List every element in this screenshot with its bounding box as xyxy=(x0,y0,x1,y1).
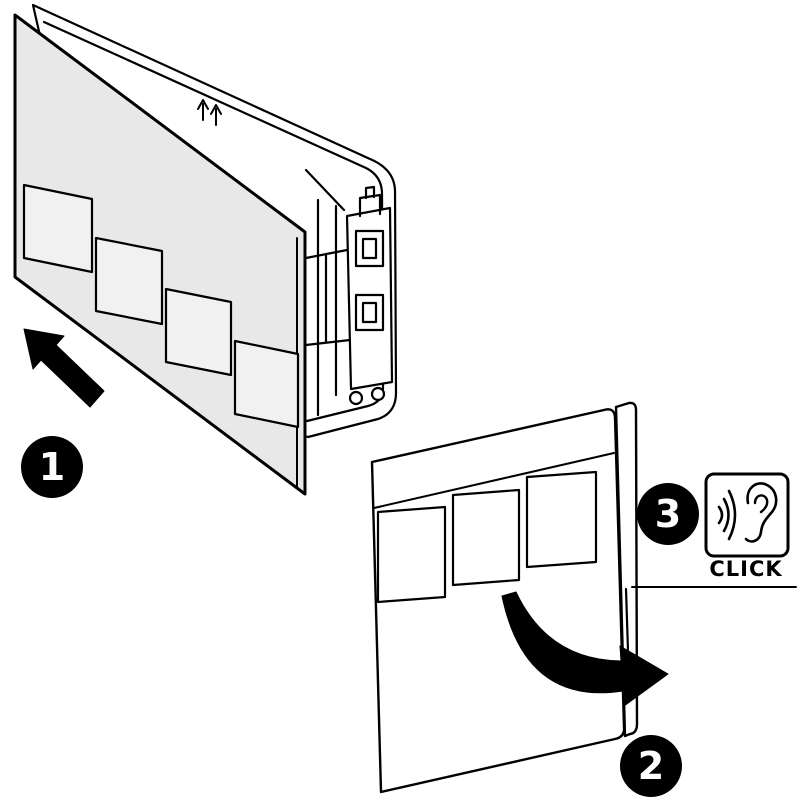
step-1-number: 1 xyxy=(38,445,66,489)
bottom-button-2 xyxy=(451,488,521,587)
frame-inner-rails xyxy=(304,168,346,417)
click-sound-icon xyxy=(631,472,797,588)
frame-stud-left xyxy=(348,390,364,406)
click-label: CLICK xyxy=(709,557,783,581)
bottom-plate xyxy=(370,401,639,794)
top-pin-right xyxy=(210,104,222,126)
flush-button-1 xyxy=(22,183,94,274)
frame-crossbars xyxy=(304,248,352,347)
step-badge-3: 3 xyxy=(637,483,699,545)
front-plate xyxy=(13,13,307,496)
top-pin-left xyxy=(197,99,209,121)
flush-button-2 xyxy=(94,236,164,326)
latch-top-clip xyxy=(358,185,382,218)
arrow-up-left-shape xyxy=(23,328,105,408)
frame-stud-right xyxy=(370,386,386,402)
ear-inner-line xyxy=(753,494,769,514)
flush-button-4 xyxy=(233,339,300,429)
step-2-number: 2 xyxy=(637,744,665,788)
click-icon-box xyxy=(704,472,790,558)
flush-button-3 xyxy=(164,287,233,377)
edge-latch-notch xyxy=(624,587,630,653)
curved-rotate-arrow-icon xyxy=(501,591,669,707)
step-3-number: 3 xyxy=(654,492,682,536)
step-badge-2: 2 xyxy=(620,735,682,797)
bottom-button-3 xyxy=(525,470,598,569)
bottom-button-1 xyxy=(376,505,447,604)
step-badge-1: 1 xyxy=(21,436,83,498)
curved-arrow-shape xyxy=(501,591,669,707)
sound-waves-icon xyxy=(717,489,737,541)
arrow-up-left-icon xyxy=(23,328,105,408)
ear-icon xyxy=(744,482,778,543)
latch-hole-bottom xyxy=(361,301,378,324)
bottom-plate-seam xyxy=(373,452,615,509)
latch-hole-top xyxy=(361,237,378,260)
